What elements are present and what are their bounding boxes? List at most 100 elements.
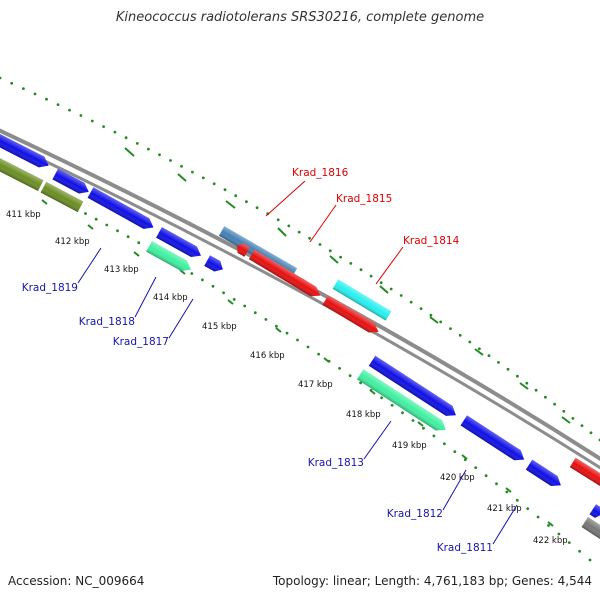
gene-blue-a-shade	[0, 133, 49, 168]
inner-ring-dot	[190, 272, 194, 275]
inner-ring-dot	[275, 324, 278, 328]
inner-ring-dot	[422, 426, 425, 430]
outer-ring-dot	[580, 424, 584, 427]
inner-ring-tick	[461, 454, 468, 460]
outer-ring-tick	[277, 227, 287, 237]
inner-ring-dot	[264, 318, 268, 321]
map-title: Kineococcus radiotolerans SRS30216, comp…	[115, 10, 485, 25]
inner-ring-dot	[306, 345, 310, 349]
outer-ring-dot	[369, 274, 373, 278]
outer-ring-dot	[79, 114, 83, 117]
inner-ring-dot	[547, 524, 550, 527]
gene-label: Krad_1811	[437, 542, 493, 554]
outer-ring-dot	[449, 327, 452, 330]
gene-label: Krad_1818	[79, 316, 135, 328]
outer-ring-dot	[245, 200, 248, 204]
outer-ring-dot	[56, 103, 60, 106]
outer-ring-dot	[458, 333, 462, 337]
gene-label-leader	[492, 504, 518, 545]
outer-ring-dot	[544, 395, 547, 399]
gene-label: Krad_1813	[308, 457, 364, 469]
outer-ring-dot	[516, 374, 519, 378]
outer-ring-dot	[255, 206, 259, 210]
outer-ring-dot	[525, 381, 529, 385]
inner-ring-dot	[453, 450, 457, 453]
kbp-label: 417 kbp	[298, 380, 333, 390]
inner-ring-dot	[94, 217, 98, 221]
outer-ring-dot	[287, 224, 291, 228]
inner-ring-dot	[338, 367, 341, 370]
inner-ring-dot	[116, 229, 119, 233]
gene-label: Krad_1817	[113, 336, 169, 348]
gene-label-leader	[309, 204, 337, 243]
inner-ring-tick	[275, 327, 282, 333]
inner-ring-dot	[84, 212, 87, 215]
inner-ring-dot	[411, 419, 415, 422]
inner-ring-tick	[505, 487, 512, 493]
kbp-label: 419 kbp	[392, 441, 427, 451]
outer-ring-dot	[389, 287, 393, 291]
outer-ring-dot	[180, 164, 183, 168]
outer-ring-dot	[212, 182, 216, 186]
gene-label-leader	[375, 246, 404, 285]
inner-ring-dot	[557, 532, 561, 536]
kbp-label: 415 kbp	[202, 322, 237, 332]
backbone-line-inner	[0, 138, 600, 470]
gene-label: Krad_1815	[336, 193, 392, 205]
gene-label-leader	[168, 298, 194, 339]
gene-red-edge-shade	[569, 457, 600, 487]
kbp-label: 416 kbp	[250, 351, 285, 361]
gene-blue-c-shade	[87, 187, 154, 229]
gene-label: Krad_1814	[403, 235, 460, 247]
outer-ring-dot	[571, 417, 575, 420]
outer-ring-dot	[562, 409, 566, 413]
outer-ring-dot	[429, 313, 433, 317]
inner-ring-dot	[536, 515, 540, 519]
outer-ring-tick	[225, 200, 236, 209]
outer-ring-dot	[10, 81, 14, 85]
outer-ring-tick	[124, 147, 135, 157]
gene-label-leader	[77, 247, 102, 284]
outer-ring-dot	[328, 249, 332, 253]
inner-ring-dot	[588, 558, 592, 562]
outer-ring-dot	[439, 320, 443, 324]
outer-ring-dot	[468, 340, 472, 344]
inner-ring-dot	[495, 482, 498, 486]
outer-ring-dot	[478, 347, 481, 351]
gene-blue-e-shade	[204, 255, 223, 272]
inner-ring-tick	[369, 389, 376, 395]
gene-krad-1814-shade	[332, 279, 392, 321]
outer-ring-dot	[135, 142, 139, 145]
inner-ring-dot	[474, 466, 478, 469]
outer-ring-dot	[487, 354, 491, 357]
topology-text: Topology: linear; Length: 4,761,183 bp; …	[272, 574, 592, 588]
outer-ring-tick	[561, 416, 571, 424]
outer-ring-dot	[33, 92, 37, 96]
outer-ring-dot	[68, 108, 71, 112]
inner-ring-dot	[243, 304, 247, 308]
inner-ring-dot	[390, 403, 394, 407]
kbp-label: 421 kbp	[487, 504, 522, 514]
outer-ring-dot	[0, 76, 2, 80]
gene-label: Krad_1819	[22, 282, 78, 294]
gene-label-leader	[442, 469, 467, 511]
inner-ring-tick	[133, 251, 140, 257]
gene-red-right-shade	[322, 295, 379, 333]
gene-olive-a-shade	[0, 153, 44, 191]
gene-blue-f-shade	[368, 355, 456, 416]
inner-ring-dot	[285, 331, 289, 335]
inner-ring-dot	[137, 241, 141, 245]
outer-ring-dot	[223, 188, 227, 192]
gene-blue-g-shade	[460, 415, 525, 461]
inner-ring-dot	[105, 223, 109, 227]
outer-ring-dot	[147, 147, 150, 151]
inner-ring-dot	[380, 396, 383, 400]
kbp-label: 414 kbp	[153, 293, 188, 303]
outer-ring-dot	[297, 230, 301, 234]
inner-ring-tick	[41, 199, 48, 205]
outer-ring-dot	[22, 87, 25, 90]
inner-ring-dot	[526, 507, 530, 510]
inner-ring-tick	[227, 299, 234, 305]
kbp-label: 420 kbp	[440, 473, 475, 483]
inner-ring-dot	[126, 235, 130, 239]
